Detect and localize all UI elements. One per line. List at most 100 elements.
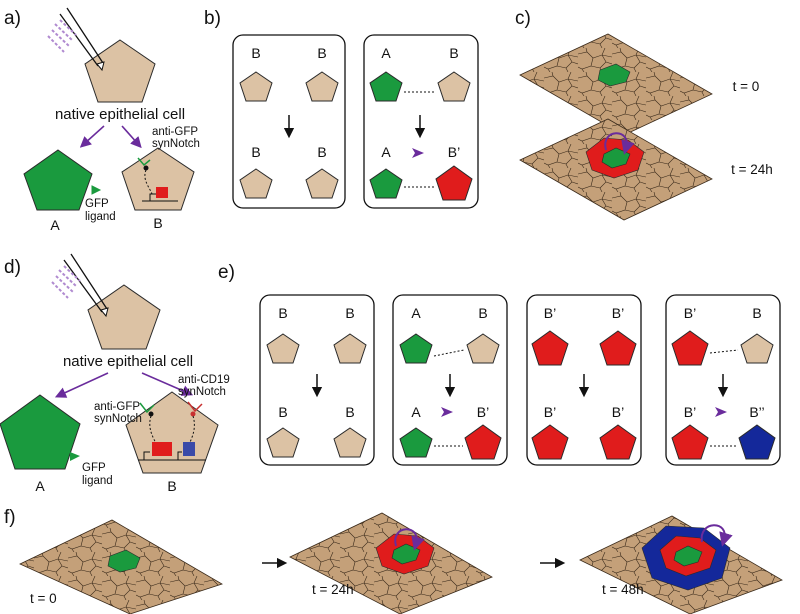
b2-bottom-left: A bbox=[381, 144, 391, 160]
ligand-label-2: ligand bbox=[85, 211, 116, 223]
b1-bottom-left: B bbox=[251, 144, 260, 160]
panel-f: f) t = 0 t = 24h t = 48h bbox=[4, 507, 783, 614]
e1-bottom-right: B bbox=[345, 404, 354, 420]
cell-b-letter: B bbox=[153, 215, 162, 231]
b2-cell-red bbox=[435, 165, 473, 201]
synnotch-receptors-icon bbox=[139, 401, 203, 453]
f-sheet-t48-green bbox=[673, 545, 703, 567]
panel-e: e) B B B B A B A B’ B’ B’ B’ B’ bbox=[218, 262, 781, 466]
reporter-gene-icon bbox=[156, 187, 168, 198]
pipette-icon bbox=[47, 7, 105, 72]
b2-top-right: B bbox=[449, 45, 458, 61]
e2-top-right: B bbox=[478, 305, 487, 321]
panel-f-letter: f) bbox=[4, 507, 16, 528]
receptor-label-2: synNotch bbox=[152, 138, 200, 150]
e2-bottom-left: A bbox=[411, 404, 421, 420]
t24-signal-arrow bbox=[604, 132, 635, 155]
e4-cell-red bbox=[671, 330, 709, 366]
b2-cell-green bbox=[369, 168, 403, 199]
e1-top-left: B bbox=[278, 305, 287, 321]
e4-cell-red bbox=[671, 424, 709, 460]
panel-b-letter: b) bbox=[204, 8, 221, 29]
pipette-icon bbox=[51, 253, 109, 318]
reporter-red-icon bbox=[152, 442, 172, 456]
panel-c-letter: c) bbox=[515, 8, 531, 29]
b1-bottom-right: B bbox=[317, 144, 326, 160]
native-cell-label-d: native epithelial cell bbox=[63, 353, 193, 370]
e4-bottom-left: B’ bbox=[684, 404, 696, 420]
f-t0-label: t = 0 bbox=[30, 591, 57, 606]
cell-a-letter: A bbox=[50, 217, 60, 233]
b1-cell bbox=[305, 168, 339, 199]
b1-cell bbox=[239, 168, 273, 199]
b2-cell bbox=[437, 71, 471, 102]
e2-bottom-right: B’ bbox=[477, 404, 489, 420]
receptor-label-1: anti-GFP bbox=[152, 126, 198, 138]
b1-top-left: B bbox=[251, 45, 260, 61]
b2-top-left: A bbox=[381, 45, 391, 61]
e1-cell bbox=[266, 333, 300, 364]
ligand-label-d-2: ligand bbox=[82, 475, 113, 487]
arrow-to-b-d bbox=[141, 372, 194, 396]
e2-top-left: A bbox=[411, 305, 421, 321]
e2-cell-green bbox=[399, 333, 433, 364]
ligand-label-d-1: GFP bbox=[82, 462, 106, 474]
arrow-to-a bbox=[79, 125, 105, 148]
reporter-blue-icon bbox=[183, 442, 195, 456]
f-sheet-t0-green bbox=[107, 549, 141, 573]
e4-bottom-right: B’’ bbox=[749, 404, 764, 420]
promoter-icon-d bbox=[138, 451, 206, 461]
e3-bottom-right: B’ bbox=[612, 404, 624, 420]
native-cell-d bbox=[87, 284, 161, 350]
cell-b-letter-d: B bbox=[167, 478, 176, 494]
e3-top-left: B’ bbox=[544, 305, 556, 321]
cell-a-letter-d: A bbox=[35, 478, 45, 494]
t0-label: t = 0 bbox=[733, 79, 760, 94]
native-cell bbox=[84, 39, 156, 103]
b1-top-right: B bbox=[317, 45, 326, 61]
e3-cell-red bbox=[531, 330, 569, 366]
e1-cell bbox=[333, 427, 367, 458]
b1-cell bbox=[305, 71, 339, 102]
cell-a-green bbox=[23, 149, 93, 211]
sheet-t0-green-patch bbox=[597, 63, 631, 87]
synnotch-receptor-icon bbox=[137, 157, 153, 195]
receptor2-label-2: synNotch bbox=[178, 386, 226, 398]
b2-cell-green bbox=[369, 71, 403, 102]
e3-cell-red bbox=[599, 330, 637, 366]
e3-cell-red bbox=[531, 424, 569, 460]
e4-cell bbox=[740, 333, 774, 364]
panel-e-letter: e) bbox=[218, 262, 235, 283]
arrow-to-a-d bbox=[54, 372, 109, 398]
panel-d: d) native epithelial cell A GFP ligand B bbox=[0, 253, 230, 494]
receptor1-label-1: anti-GFP bbox=[94, 401, 140, 413]
e2-conversion-arrow bbox=[441, 407, 453, 417]
e3-top-right: B’ bbox=[612, 305, 624, 321]
f-t48-label: t = 48h bbox=[602, 582, 644, 597]
e1-cell bbox=[333, 333, 367, 364]
f-t24-label: t = 24h bbox=[312, 582, 354, 597]
b2-conversion-arrow bbox=[412, 148, 424, 158]
e2-cell-green bbox=[399, 427, 433, 458]
e3-bottom-left: B’ bbox=[544, 404, 556, 420]
panel-c: c) t = 0 t = 24h bbox=[515, 8, 773, 221]
e2-contact bbox=[433, 349, 465, 357]
e4-contact bbox=[709, 349, 739, 354]
panel-a-letter: a) bbox=[4, 8, 21, 29]
panel-b: b) B B B B A B A B’ bbox=[204, 8, 479, 209]
receptor2-label-1: anti-CD19 bbox=[178, 374, 230, 386]
e1-cell bbox=[266, 427, 300, 458]
e4-conversion-arrow bbox=[715, 407, 727, 417]
f-t48-signal-arrow bbox=[700, 524, 733, 547]
cell-a-green-d bbox=[0, 394, 81, 470]
f-t24-signal-arrow bbox=[394, 528, 425, 551]
promoter-icon bbox=[142, 193, 178, 202]
e2-cell-red bbox=[464, 424, 502, 460]
e4-top-right: B bbox=[752, 305, 761, 321]
b1-cell bbox=[239, 71, 273, 102]
b2-bottom-right: B’ bbox=[448, 144, 460, 160]
gfp-ligand-icon bbox=[91, 185, 102, 195]
native-cell-label: native epithelial cell bbox=[55, 106, 185, 123]
panel-a: a) native epithelial cell A GFP ligand B… bbox=[4, 7, 200, 233]
e2-cell bbox=[466, 333, 500, 364]
